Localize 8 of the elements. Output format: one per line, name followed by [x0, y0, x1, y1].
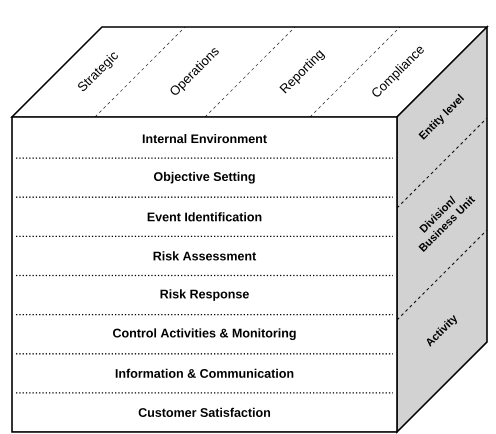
row-label: Risk Response	[160, 289, 249, 301]
row-label: Event Identification	[148, 212, 262, 222]
row-label: Customer Satisfaction	[138, 408, 270, 417]
row-label: Internal Environment	[142, 134, 267, 144]
row-label: Information & Communication	[116, 368, 294, 378]
row-label: Objective Setting	[154, 172, 255, 184]
row-label: Risk Assessment	[154, 251, 256, 260]
row-label: Control Activities & Monitoring	[113, 328, 296, 340]
